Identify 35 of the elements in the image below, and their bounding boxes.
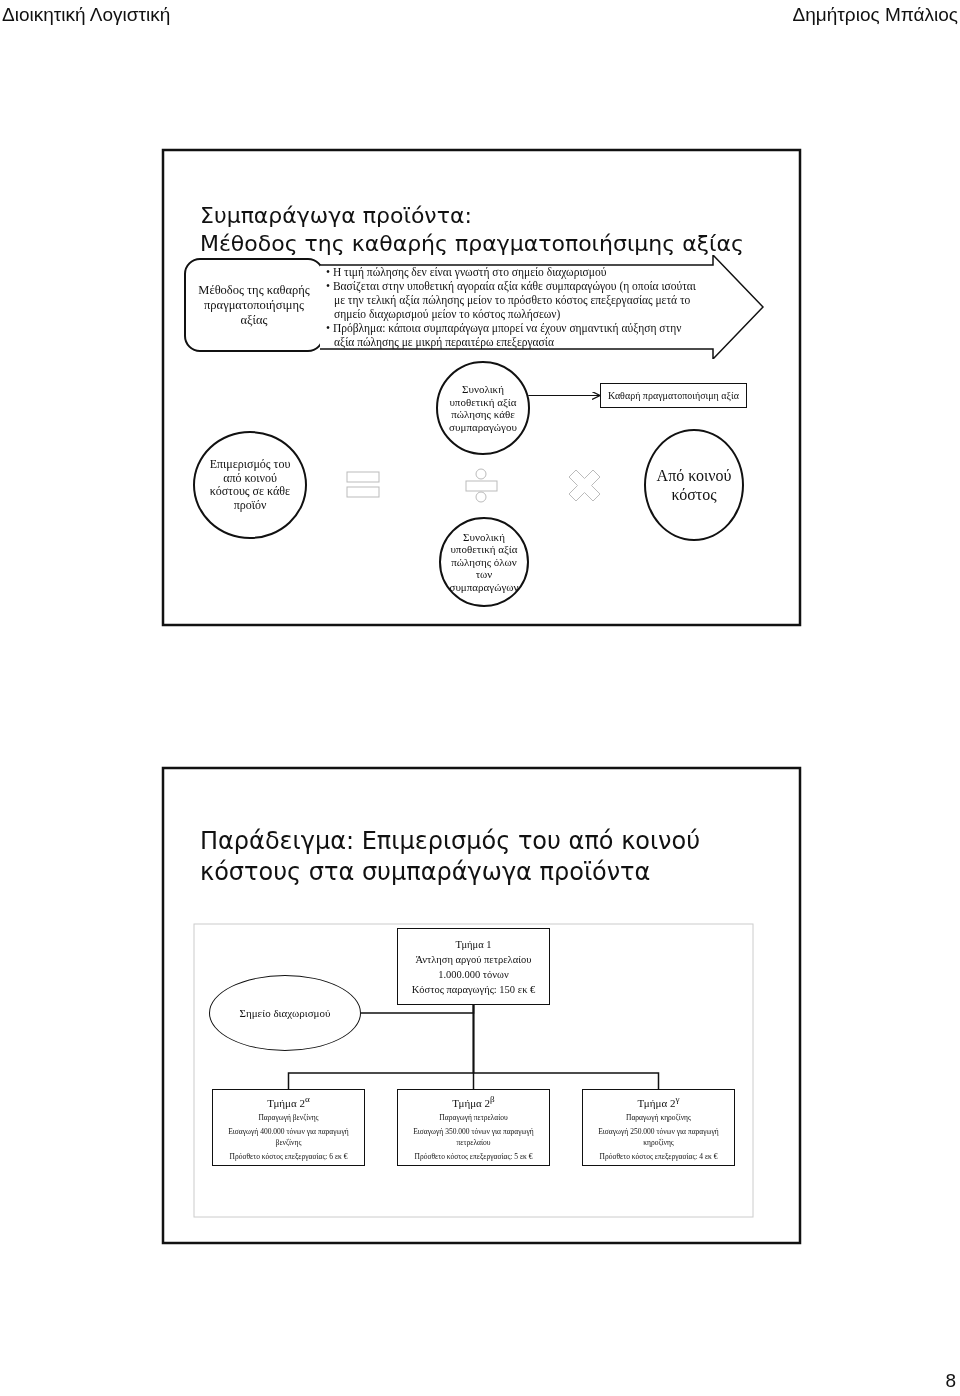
arrow <box>527 390 601 401</box>
process-box <box>397 928 550 1005</box>
node-text: Σημείο διαχωρισμού <box>239 1007 331 1019</box>
page-number: 8 <box>944 1370 956 1392</box>
circle <box>439 517 529 607</box>
node-text: Άντληση αργού πετρελαίου <box>415 952 532 967</box>
slide-title: Μέθοδος της καθαρής πραγματοποιήσιμης αξίας <box>200 231 744 257</box>
header-text: Δημήτριος Μπάλιος <box>791 4 958 26</box>
node-text: Επιμερισμός του από κοινού κόστους σε κάθε προϊόν <box>208 458 292 512</box>
box-heading: Τμήμα 2$^{β}$ <box>452 1092 495 1110</box>
block-arrow <box>320 255 765 359</box>
connector-line <box>472 1004 660 1090</box>
circle <box>193 431 307 539</box>
box-heading: Τμήμα 2$^{γ}$ <box>637 1092 680 1110</box>
process-box <box>212 1089 365 1166</box>
node-text: Από κοινού κόστος <box>656 466 732 504</box>
process-box <box>582 1089 735 1166</box>
slide-title: Παράδειγμα: Επιμερισμός του από κοινού κόστους στα συμπαράγωγα προϊόντα <box>200 826 702 888</box>
box-heading: Τμήμα 1 <box>455 937 492 952</box>
box-heading: Τμήμα 2$^{α}$ <box>267 1092 310 1110</box>
bullet-text: • Πρόβλημα: κάποια συμπαράγωγα μπορεί να έχουν σημαντική αύξηση στην αξία πώλησης με μικρή περαιτέρω επεξεργασία <box>326 321 683 349</box>
node-text: Κόστος παραγωγής: 150 εκ € <box>411 982 536 997</box>
circle <box>644 429 744 541</box>
bullet-text: • Βασίζεται στην υποθετική αγοραία αξία κάθε συμπαραγώγου (η οποία ισούται με την τελική αξία πώλησης μείον το πρόσθετο κόστος επεξεργασίας μετά το σημείο διαχωρισμού μείον το κόστος πωλήσεων) <box>326 279 697 321</box>
node-text: Συνολική υποθετική αξία πώλησης όλων των συμπαραγώγων <box>448 530 520 594</box>
circle <box>436 361 530 455</box>
bullet-text: • Η τιμή πώλησης δεν είναι γνωστή στο σημείο διαχωρισμού <box>326 265 608 279</box>
process-box <box>600 383 747 408</box>
node-text: Μέθοδος της καθαρής πραγματοποιήσιμης αξίας <box>197 282 311 328</box>
slide-title: Συμπαράγωγα προϊόντα: <box>200 203 472 229</box>
node-text: 1.000.000 τόνων <box>438 967 509 982</box>
node-text: Συνολική υποθετική αξία πώλησης κάθε συμπαραγώγου <box>448 383 518 433</box>
node-text: Καθαρή πραγματοποιήσιμη αξία <box>608 390 739 401</box>
process-box <box>397 1089 550 1166</box>
header-text: Διοικητική Λογιστική <box>2 4 171 26</box>
